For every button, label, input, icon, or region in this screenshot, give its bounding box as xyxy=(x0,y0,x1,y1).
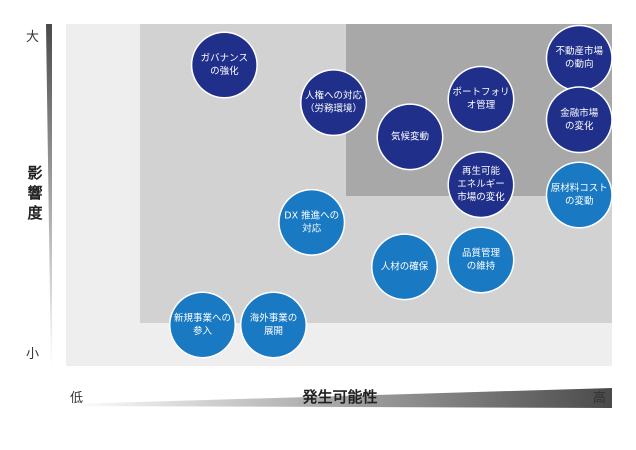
bubble-label: ポートフォリ xyxy=(452,87,509,98)
bubble-label: 気候変動 xyxy=(391,130,429,142)
bubble-fill xyxy=(547,87,612,152)
x-axis-low-label: 低 xyxy=(70,391,84,406)
y-axis-wedge xyxy=(46,24,52,368)
bubble-label: 品質管理 xyxy=(462,247,501,259)
bubble-label: 展開 xyxy=(264,326,283,337)
x-axis-label: 発生可能性 xyxy=(302,388,378,406)
bubble-fill xyxy=(170,292,235,357)
bubble-label: エネルギー xyxy=(457,179,505,190)
y-axis-high-label: 大 xyxy=(26,30,40,45)
bubble-label: 不動産市場 xyxy=(555,45,603,57)
bubble-label: 参入 xyxy=(193,325,213,337)
bubble-fill xyxy=(448,152,513,217)
bubble-label: の動向 xyxy=(565,58,594,70)
y-axis-low-label: 小 xyxy=(26,347,40,362)
bubble-fill xyxy=(547,26,612,91)
bubble-fill xyxy=(448,67,513,132)
bubble-fill xyxy=(192,33,257,98)
bubble-label: 金融市場 xyxy=(560,107,599,119)
risk-bubble: 人材の確保 xyxy=(371,233,439,301)
bubble-fill xyxy=(372,234,437,299)
bubble-label: （労務環境） xyxy=(305,103,362,115)
bubble-fill xyxy=(377,104,442,169)
x-axis-wedge xyxy=(70,388,612,408)
bubble-label: DX 推進への xyxy=(284,209,339,221)
bubble-label: 原材料コスト xyxy=(551,182,608,194)
bubble-label: の強化 xyxy=(210,65,239,77)
risk-bubble: 人権への対応（労務環境） xyxy=(300,69,368,137)
bubble-label: 海外事業の xyxy=(250,312,298,324)
bubble-fill xyxy=(448,227,513,292)
bubble-label: 再生可能 xyxy=(462,165,501,177)
x-axis-high-label: 高 xyxy=(593,391,607,406)
bubble-label: ガバナンス xyxy=(201,53,248,64)
bubble-label: の変動 xyxy=(565,195,594,207)
bubble-fill xyxy=(241,292,306,357)
bubble-label: 新規事業への xyxy=(174,312,231,324)
bubble-label: の変化 xyxy=(565,120,594,132)
bubble-fill xyxy=(547,163,612,227)
bubble-label: 人材の確保 xyxy=(381,260,429,272)
bubble-label: オ管理 xyxy=(467,99,496,111)
bubble-label: 人権への対応 xyxy=(305,90,363,102)
bubble-fill xyxy=(279,190,344,255)
bubble-label: 対応 xyxy=(302,222,322,234)
bubble-label: の維持 xyxy=(467,260,496,272)
bubble-label: 市場の変化 xyxy=(457,191,505,203)
risk-bubble: 気候変動 xyxy=(376,103,444,171)
bubble-fill xyxy=(301,70,366,135)
y-axis-label: 影響度 xyxy=(27,164,43,222)
